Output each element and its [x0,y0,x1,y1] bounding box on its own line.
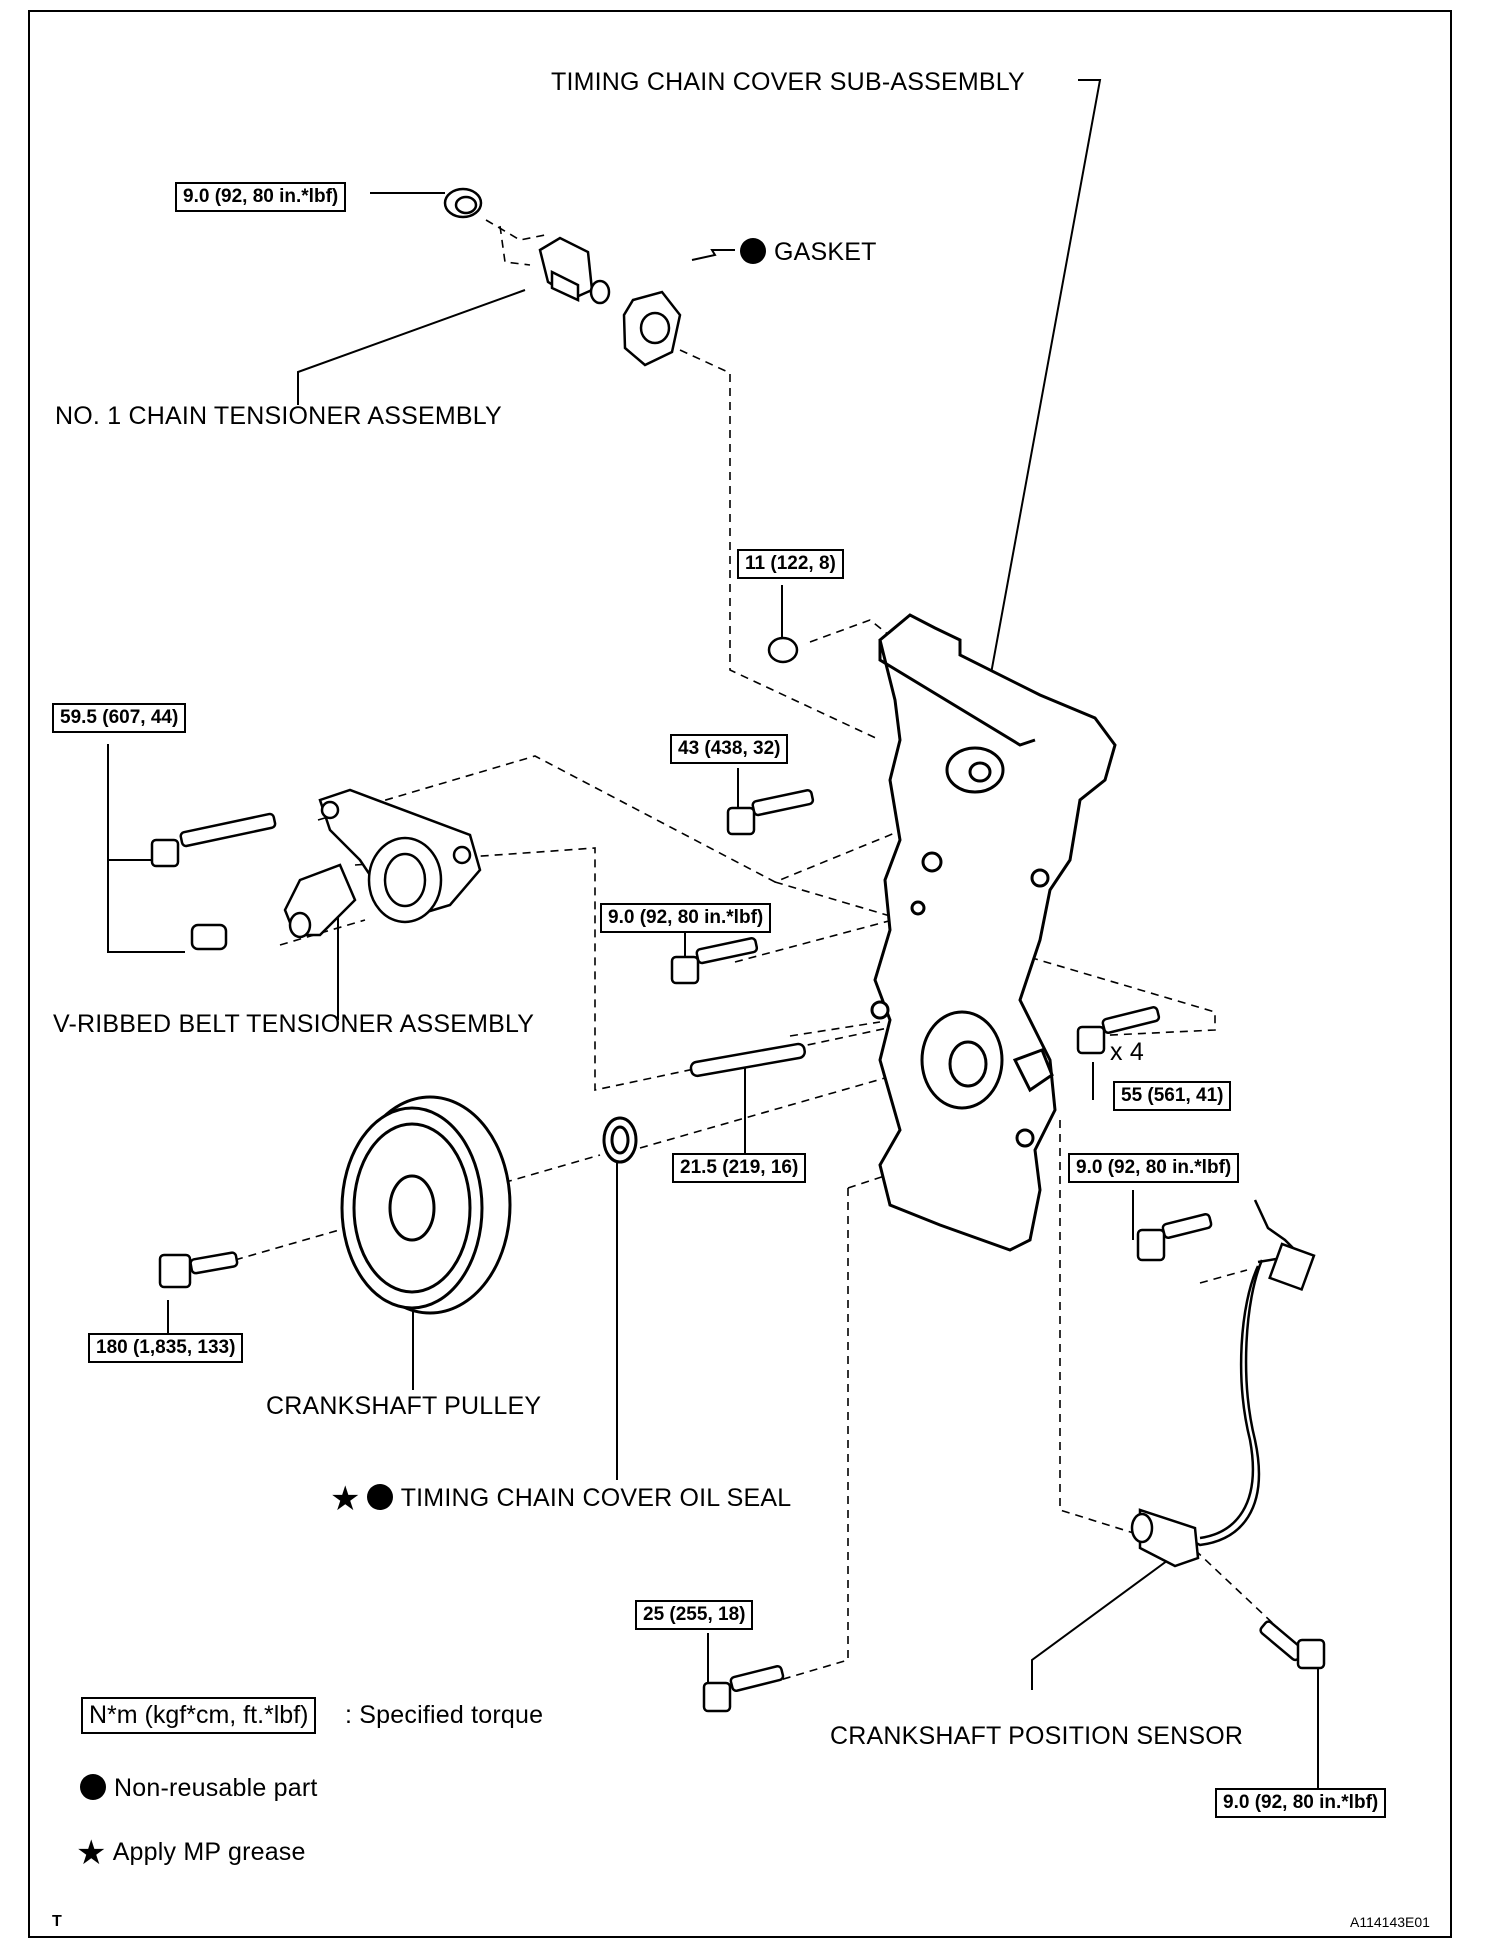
label-x4: x 4 [1110,1038,1144,1066]
leader-crank-sensor [1031,1554,1176,1690]
label-crankshaft-pulley: CRANKSHAFT PULLEY [266,1392,542,1420]
label-chain-tensioner: NO. 1 CHAIN TENSIONER ASSEMBLY [55,402,502,430]
label-oil-seal-text: TIMING CHAIN COVER OIL SEAL [400,1484,792,1512]
legend-torque-text: : Specified torque [345,1701,544,1729]
mp-grease-star-icon: ★ [330,1480,361,1518]
torque-bolts-55: 55 (561, 41) [1113,1081,1232,1111]
diagram-frame [28,10,1452,1938]
torque-bolt-25: 25 (255, 18) [635,1600,754,1630]
legend-non-reusable-text: Non-reusable part [114,1774,318,1802]
corner-mark-left: T [52,1913,62,1930]
legend-torque-unit: N*m (kgf*cm, ft.*lbf) [81,1697,317,1734]
torque-tensioner-nut: 9.0 (92, 80 in.*lbf) [175,182,347,212]
torque-sensor-bolt-lower: 9.0 (92, 80 in.*lbf) [1215,1788,1387,1818]
figure-id: A114143E01 [1350,1914,1430,1930]
torque-pulley-bolt: 180 (1,835, 133) [88,1333,244,1363]
torque-cover-bolt-9: 9.0 (92, 80 in.*lbf) [600,903,772,933]
label-gasket: GASKET [740,238,877,267]
label-oil-seal: ★ TIMING CHAIN COVER OIL SEAL [330,1480,792,1518]
legend-mp-grease: ★Apply MP grease [76,1834,306,1872]
torque-cover-nut-11: 11 (122, 8) [737,549,844,579]
non-reusable-dot-icon [366,1484,393,1510]
torque-sensor-bolt-upper: 9.0 (92, 80 in.*lbf) [1068,1153,1240,1183]
leader-gasket [691,249,735,261]
torque-tensioner-bolts: 59.5 (607, 44) [52,703,187,733]
legend-mp-grease-text: Apply MP grease [112,1838,306,1866]
leader-timing-cover [987,79,1102,691]
label-timing-chain-cover: TIMING CHAIN COVER SUB-ASSEMBLY [551,68,1025,96]
legend-non-reusable: Non-reusable part [80,1774,318,1803]
leader-chain-tensioner [297,289,526,405]
non-reusable-dot-icon [80,1774,106,1800]
label-v-ribbed-tensioner: V-RIBBED BELT TENSIONER ASSEMBLY [53,1010,535,1038]
torque-bolt-43: 43 (438, 32) [670,734,789,764]
label-gasket-text: GASKET [774,238,877,266]
torque-stud-21: 21.5 (219, 16) [672,1153,807,1183]
non-reusable-dot-icon [740,238,766,264]
label-crank-sensor: CRANKSHAFT POSITION SENSOR [830,1722,1244,1750]
star-icon: ★ [76,1834,107,1872]
